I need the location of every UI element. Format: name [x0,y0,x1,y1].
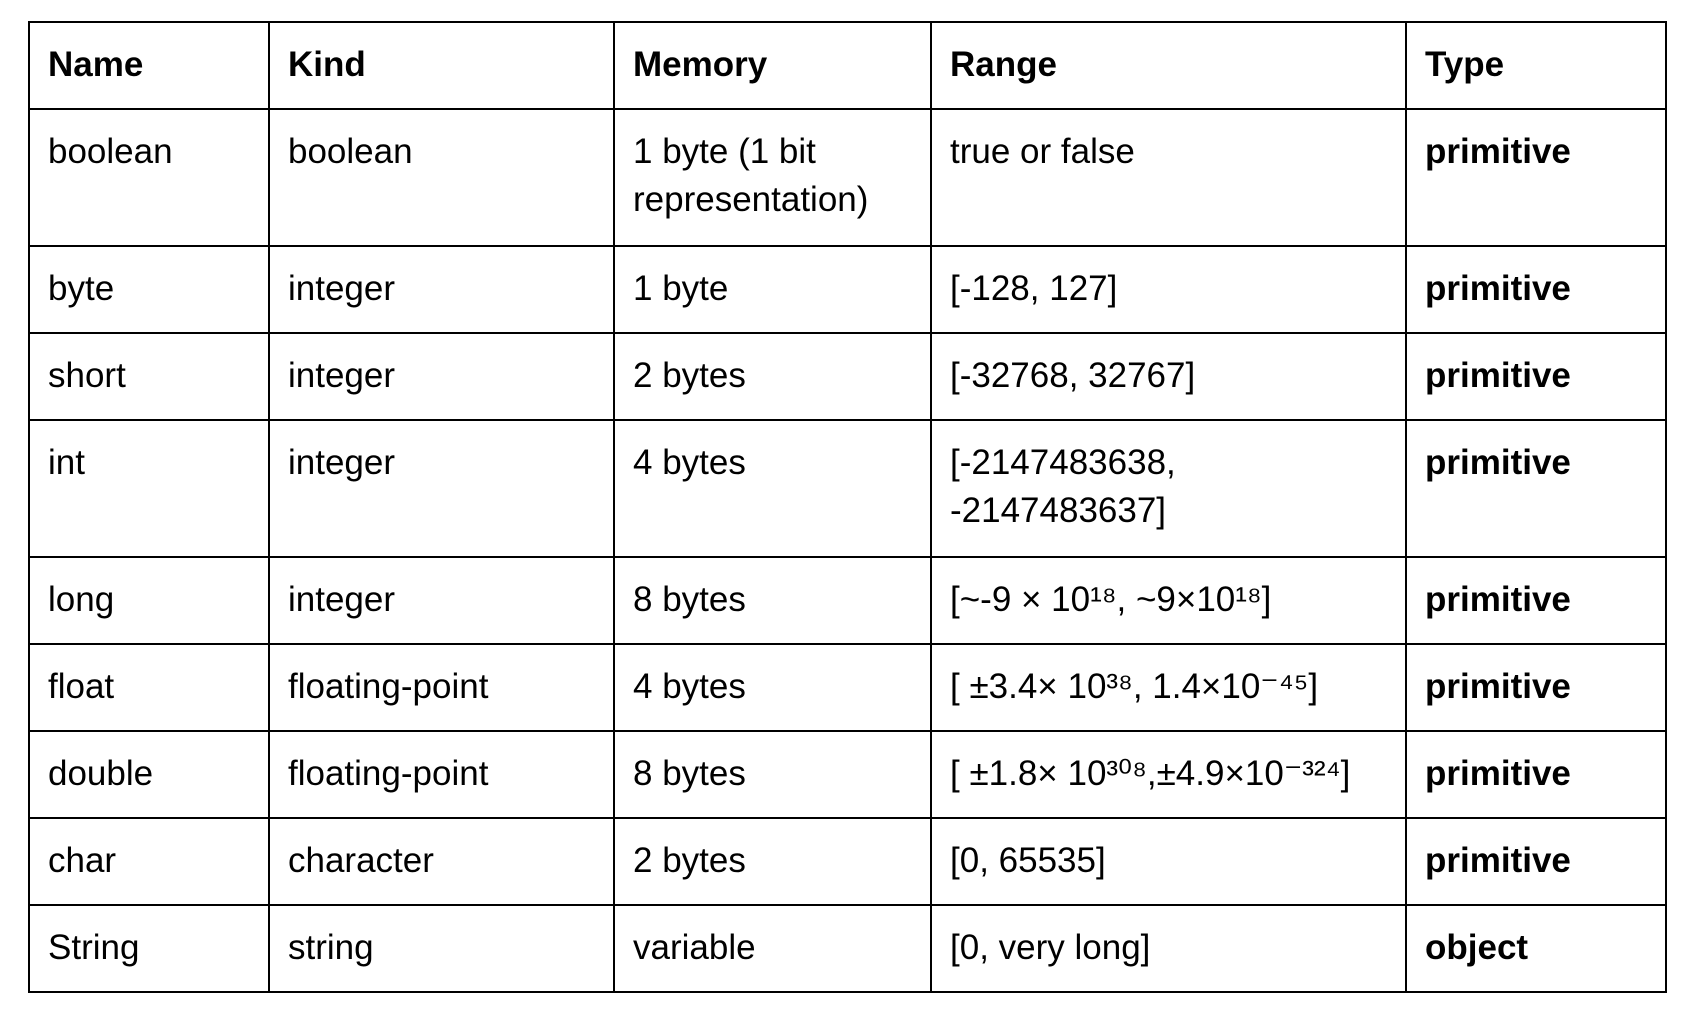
cell-kind: string [268,904,615,993]
table-row: int integer 4 bytes [-2147483638, -21474… [28,419,1667,558]
cell-kind: integer [268,419,615,558]
cell-name: long [28,556,270,645]
cell-range: [ ±1.8× 10³⁰⁸,±4.9×10⁻³²⁴] [930,730,1407,819]
table-row: String string variable [0, very long] ob… [28,904,1667,993]
cell-name: double [28,730,270,819]
table-row: double floating-point 8 bytes [ ±1.8× 10… [28,730,1667,819]
cell-kind: integer [268,556,615,645]
header-kind: Kind [268,21,615,110]
cell-memory: 1 byte (1 bit representation) [613,108,932,247]
cell-name: String [28,904,270,993]
cell-range: [ ±3.4× 10³⁸, 1.4×10⁻⁴⁵] [930,643,1407,732]
header-range: Range [930,21,1407,110]
table-row: char character 2 bytes [0, 65535] primit… [28,817,1667,906]
cell-type: primitive [1405,245,1667,334]
cell-range: [0, 65535] [930,817,1407,906]
cell-name: float [28,643,270,732]
header-type: Type [1405,21,1667,110]
table-row: short integer 2 bytes [-32768, 32767] pr… [28,332,1667,421]
table-row: boolean boolean 1 byte (1 bit representa… [28,108,1667,247]
cell-type: primitive [1405,643,1667,732]
cell-memory: 2 bytes [613,332,932,421]
cell-memory: 4 bytes [613,643,932,732]
cell-memory: variable [613,904,932,993]
cell-range: [~-9 × 10¹⁸, ~9×10¹⁸] [930,556,1407,645]
table-header-row: Name Kind Memory Range Type [28,21,1667,110]
cell-type: object [1405,904,1667,993]
cell-type: primitive [1405,108,1667,247]
cell-name: short [28,332,270,421]
cell-memory: 8 bytes [613,556,932,645]
cell-kind: integer [268,332,615,421]
table-row: byte integer 1 byte [-128, 127] primitiv… [28,245,1667,334]
cell-name: int [28,419,270,558]
cell-kind: floating-point [268,730,615,819]
cell-memory: 4 bytes [613,419,932,558]
cell-range: true or false [930,108,1407,247]
header-name: Name [28,21,270,110]
cell-range: [0, very long] [930,904,1407,993]
cell-name: boolean [28,108,270,247]
cell-type: primitive [1405,419,1667,558]
cell-type: primitive [1405,730,1667,819]
cell-kind: boolean [268,108,615,247]
cell-range: [-32768, 32767] [930,332,1407,421]
cell-name: byte [28,245,270,334]
cell-type: primitive [1405,556,1667,645]
header-memory: Memory [613,21,932,110]
cell-range: [-128, 127] [930,245,1407,334]
cell-type: primitive [1405,817,1667,906]
cell-memory: 8 bytes [613,730,932,819]
data-types-table: Name Kind Memory Range Type boolean bool… [28,21,1667,993]
cell-kind: floating-point [268,643,615,732]
cell-kind: character [268,817,615,906]
cell-memory: 2 bytes [613,817,932,906]
cell-type: primitive [1405,332,1667,421]
table-row: long integer 8 bytes [~-9 × 10¹⁸, ~9×10¹… [28,556,1667,645]
cell-kind: integer [268,245,615,334]
cell-range: [-2147483638, -2147483637] [930,419,1407,558]
cell-name: char [28,817,270,906]
cell-memory: 1 byte [613,245,932,334]
table-row: float floating-point 4 bytes [ ±3.4× 10³… [28,643,1667,732]
